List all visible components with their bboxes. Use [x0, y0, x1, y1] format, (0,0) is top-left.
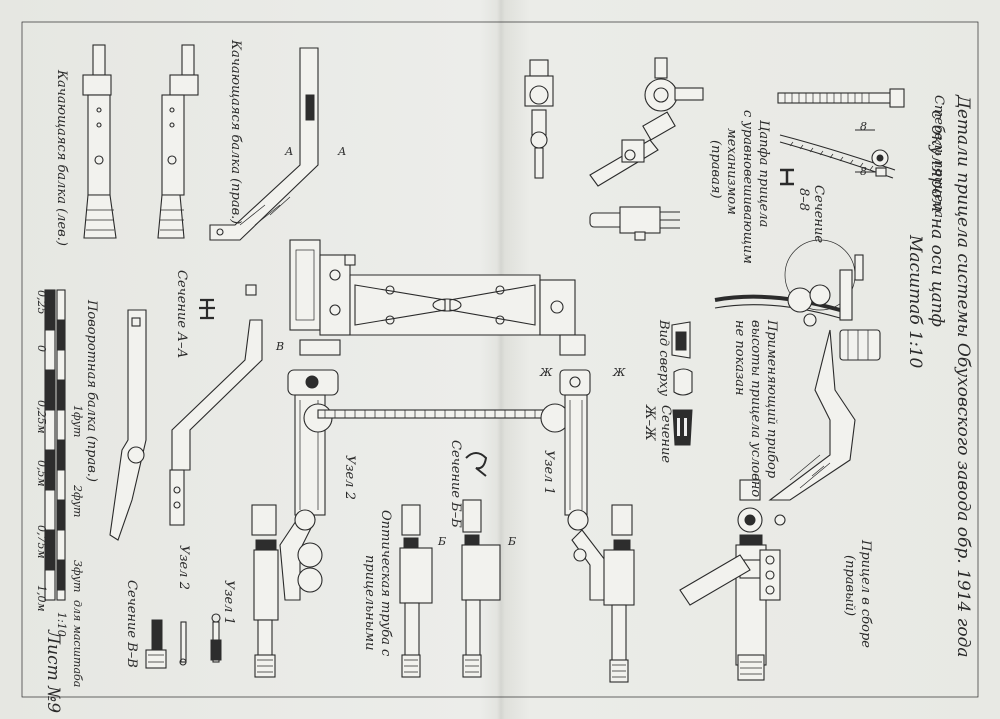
top-view-parts: [671, 321, 693, 446]
sheet-frame: [21, 21, 979, 698]
page-fold: [497, 0, 505, 719]
central-assembly: [251, 239, 635, 683]
i-beam-section: [780, 168, 794, 186]
label-stem: Стебель прицела: [931, 95, 946, 218]
scale-tick-2: 0: [35, 345, 48, 352]
scale-tick-1: 0,25: [35, 290, 48, 315]
label-section-bb: Сечение Б–Б: [448, 440, 463, 528]
scale-caption-1: для масштаба: [71, 600, 84, 687]
label-trunnion-1: Цапфа прицела: [756, 120, 771, 227]
label-section-zhzh-2: Ж–Ж: [642, 404, 657, 441]
mark-zh-left: Ж: [539, 366, 553, 379]
label-beam-right: Качающаяся балка (прав.): [228, 39, 243, 224]
mark-zh-right: Ж: [612, 366, 626, 379]
label-trunnion-3: механизмом: [724, 128, 739, 215]
title-line-1: Детали прицела системы Обуховского завод…: [953, 94, 973, 657]
mark-v: В: [275, 340, 284, 353]
label-section-88-b: 8–8: [796, 188, 811, 211]
section-arrows: [855, 129, 875, 173]
mark-a-2: А: [284, 145, 293, 158]
label-beam-left: Качающаяся балка (лев.): [54, 69, 69, 246]
label-device-2: высоты прицела условно: [748, 320, 763, 497]
sight-stem-drawing: [777, 88, 905, 179]
scale-tick-4: 0,5м: [35, 460, 48, 487]
scale-tick-6: 1,0м: [35, 585, 48, 612]
label-section-vv: Сечение В–В: [124, 580, 139, 668]
pivot-beam-drawing: [109, 309, 263, 541]
trunnion-drawing: [524, 57, 704, 241]
scale-bar: [44, 289, 66, 601]
label-section-88-a: Сечение: [811, 185, 826, 243]
label-assembled-1: Прицел в сборе: [858, 539, 873, 648]
scale-caption-2: 1:10: [55, 612, 68, 637]
mark-b-left: Б: [437, 535, 446, 548]
swing-beam-drawings: [82, 44, 319, 241]
small-part: [245, 284, 257, 296]
assembled-sight-right: [679, 239, 881, 681]
label-section-aa: Сечение А–А: [174, 270, 189, 358]
label-optical-1: Оптическая труба с: [378, 510, 393, 657]
mark-b-right: Б: [507, 535, 516, 548]
section-aa-shape: [199, 298, 215, 320]
scale-foot-2: 2фут: [71, 484, 84, 517]
label-section-zhzh-1: Сечение: [658, 405, 673, 463]
scale-tick-3: 0,25м: [35, 400, 48, 434]
scale-foot-3: 3фут: [71, 560, 84, 592]
label-device-3: не показан: [732, 320, 747, 396]
label-uzel-1: Узел 1: [541, 450, 556, 495]
label-trunnion-2: с уравновешивающим: [740, 110, 755, 264]
label-trunnion-4: (правая): [708, 140, 723, 199]
label-device-1: Применяющий прибор: [764, 319, 779, 479]
scale-foot-1: 1фут: [71, 405, 84, 437]
scale-tick-5: 0,75м: [35, 525, 48, 559]
label-uzel-1-small: Узел 1: [221, 580, 236, 625]
mark-8-top: 8: [860, 120, 867, 133]
label-optical-2: прицельными: [362, 555, 377, 651]
title-scale: Масштаб 1:10: [905, 234, 925, 369]
label-uzel-2: Узел 2: [342, 455, 357, 500]
mark-a-1: А: [337, 145, 346, 158]
sheet-number: Лист №9: [43, 629, 63, 713]
small-node-parts: [145, 613, 222, 669]
title-line-2: с окуляром на оси цапф: [927, 110, 947, 327]
label-pivot-beam: Поворотная балка (прав.): [84, 299, 99, 482]
label-top-view: Вид сверху: [656, 319, 671, 396]
label-assembled-2: (правый): [842, 555, 857, 616]
label-uzel-2-small: Узел 2: [176, 545, 191, 590]
